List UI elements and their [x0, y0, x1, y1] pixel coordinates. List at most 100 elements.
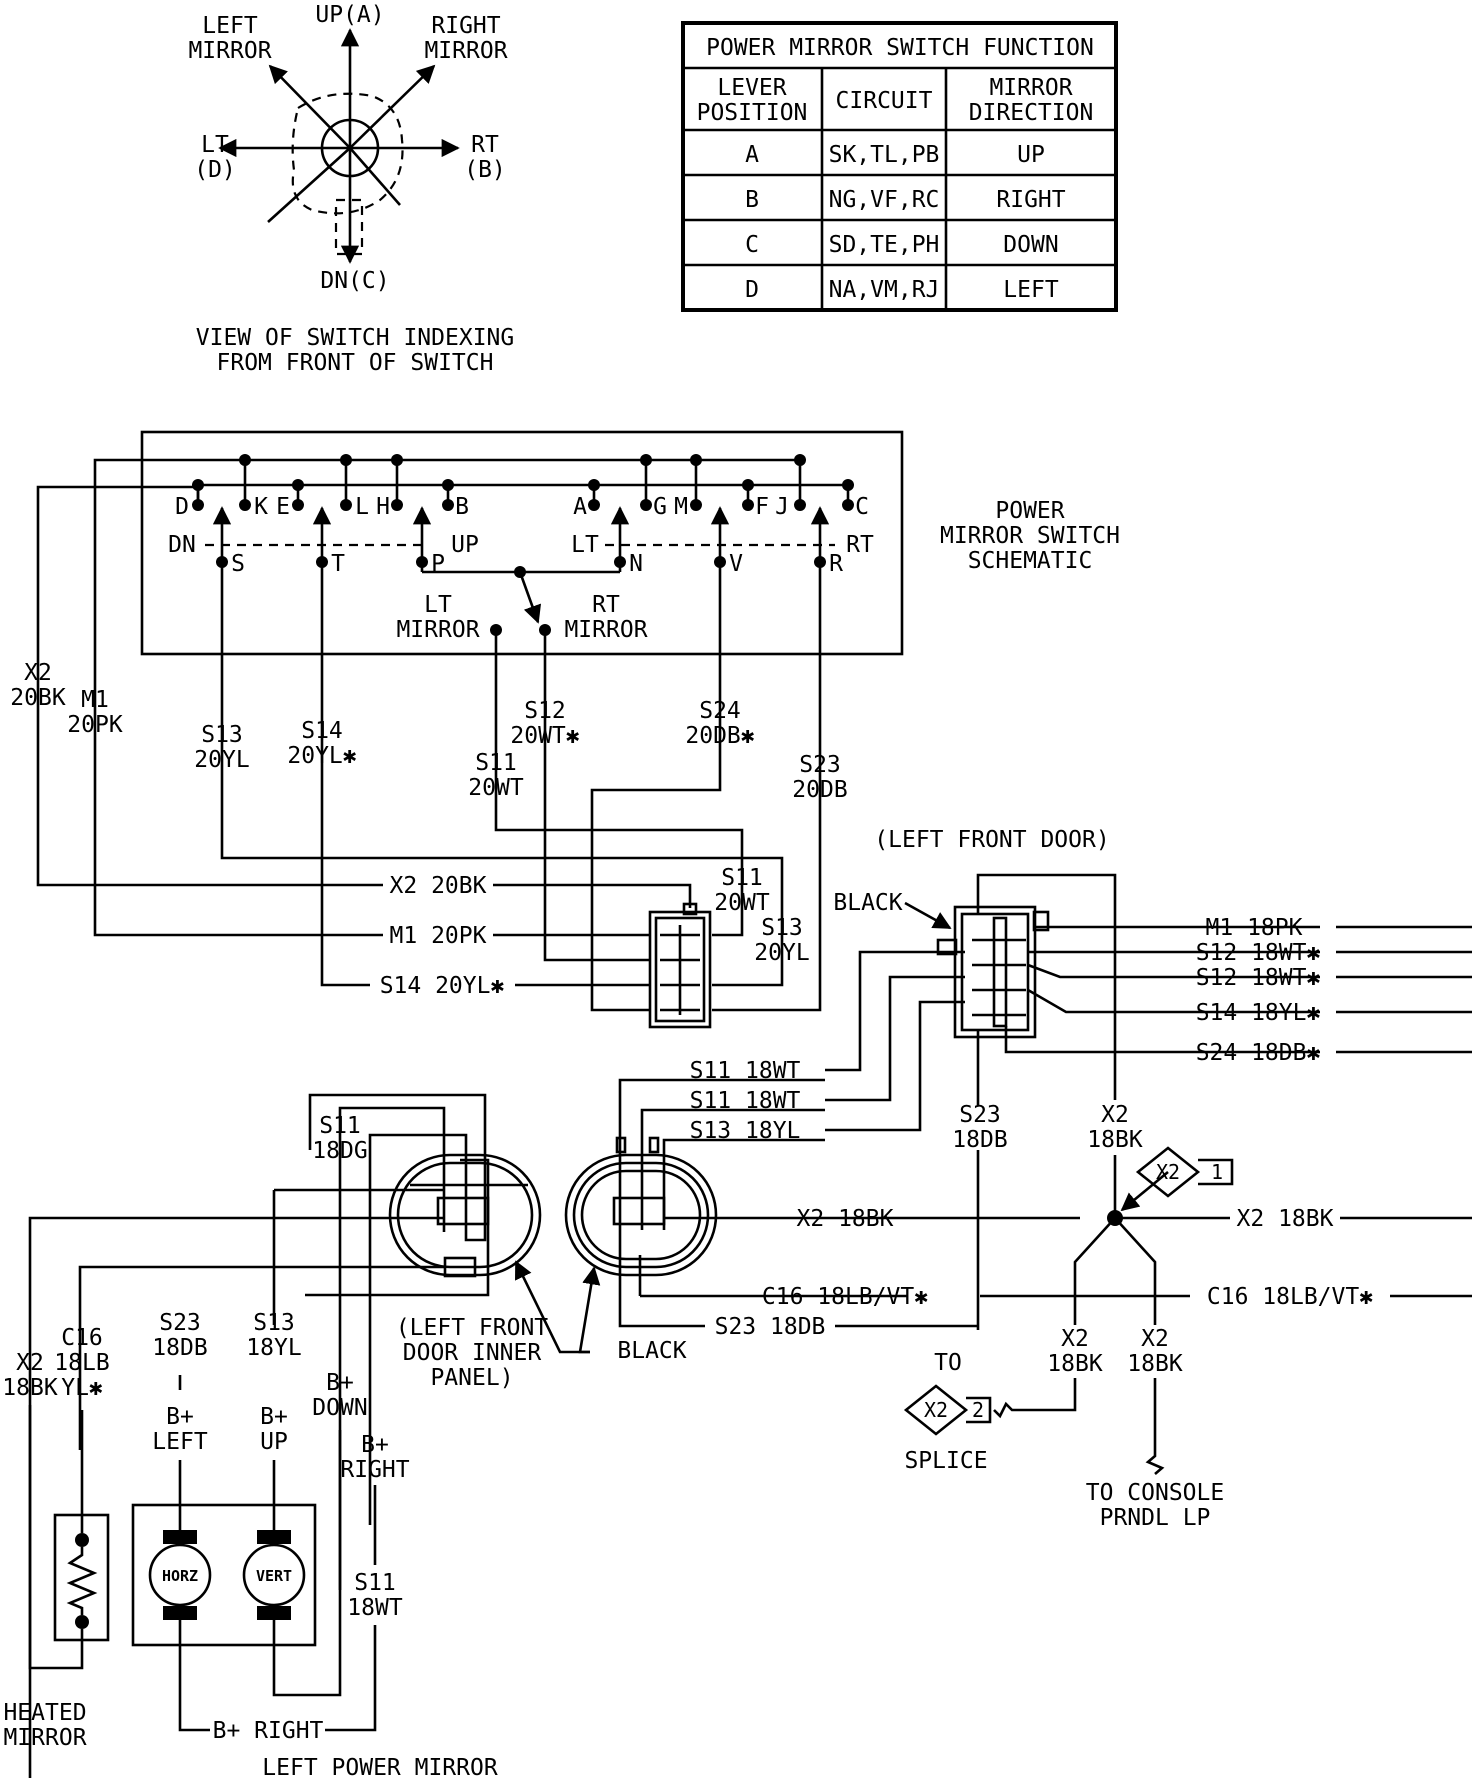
mirror-x2-18bk-2: 18BK: [2, 1375, 58, 1401]
vert-motor-label: VERT: [256, 1567, 292, 1585]
terminal-g: G: [653, 494, 667, 520]
door-wire-s12-18wt-a: S12 18WT✱: [1196, 940, 1321, 966]
switch-lt-label: LT: [571, 532, 599, 558]
b-left-1: B+: [166, 1404, 194, 1430]
rt-mirror-label-2: MIRROR: [564, 617, 647, 643]
terminal-s: S: [231, 551, 245, 577]
table-row: B NG,VF,RC RIGHT: [745, 187, 1066, 213]
door-wire-s24-18db: S24 18DB✱: [1196, 1040, 1321, 1066]
inner-black-label: BLACK: [617, 1338, 686, 1364]
conn-s11-label-2: 20WT: [714, 890, 770, 916]
switch-function-table: POWER MIRROR SWITCH FUNCTION LEVER POSIT…: [681, 21, 1118, 312]
table-cell: A: [745, 142, 759, 168]
table-cell: RIGHT: [996, 187, 1065, 213]
terminal-l: L: [355, 494, 369, 520]
table-row: C SD,TE,PH DOWN: [745, 232, 1059, 258]
door-wire-s12-18wt-b: S12 18WT✱: [1196, 965, 1321, 991]
switch-dn-label: DN: [168, 532, 196, 558]
door-title: (LEFT FRONT DOOR): [874, 827, 1109, 853]
left-power-mirror-title: LEFT POWER MIRROR: [262, 1755, 498, 1778]
b-down-1: B+: [326, 1370, 354, 1396]
conn-m1-label: M1 20PK: [390, 923, 487, 949]
to-label: TO: [934, 1350, 962, 1376]
terminal-r: R: [829, 551, 843, 577]
conn-s13-label-2: 20YL: [754, 940, 809, 966]
s23-20db-label-1: S23: [799, 752, 841, 778]
s24-20db-label-2: 20DB✱: [685, 723, 754, 749]
s23-20db-label-2: 20DB: [792, 777, 847, 803]
terminal-k: K: [254, 494, 268, 520]
table-cell: UP: [1017, 142, 1045, 168]
switch-schematic: POWER MIRROR SWITCH SCHEMATIC: [140, 430, 1120, 656]
indexing-caption-1: VIEW OF SWITCH INDEXING: [196, 325, 515, 351]
lt-mirror-label-1: LT: [424, 592, 452, 618]
s11-18dg-label-1: S11: [319, 1113, 361, 1139]
x2-branch-b-1: X2: [1141, 1326, 1169, 1352]
conn-s11-label-1: S11: [721, 865, 763, 891]
m1-20pk-label-2: 20PK: [67, 712, 123, 738]
inner-panel-label-2: DOOR INNER: [403, 1340, 542, 1366]
mirror-x2-18bk-1: X2: [16, 1350, 44, 1376]
splice2-num-label: 2: [972, 1398, 984, 1422]
terminal-m: M: [674, 494, 688, 520]
s11-18dg-label-2: 18DG: [312, 1138, 367, 1164]
s24-20db-label-1: S24: [699, 698, 741, 724]
table-cell: LEFT: [1003, 277, 1059, 303]
s14-20yl-label-1: S14: [301, 718, 343, 744]
heated-mirror-1: HEATED: [3, 1700, 86, 1726]
x2-18bk-left-label: X2 18BK: [797, 1206, 894, 1232]
table-header-lever-2: POSITION: [697, 100, 808, 126]
b-right-bottom-label: B+ RIGHT: [213, 1718, 324, 1744]
terminal-t: T: [331, 551, 345, 577]
door-wire-s14-18yl: S14 18YL✱: [1196, 1000, 1321, 1026]
conn-s13-label-1: S13: [761, 915, 803, 941]
terminal-p: P: [431, 551, 445, 577]
splice-num-label: 1: [1211, 1160, 1223, 1184]
mirror-s23-1: S23: [159, 1310, 201, 1336]
splice-x2-label: X2: [1156, 1160, 1180, 1184]
s13-20yl-label-1: S13: [201, 722, 243, 748]
s11-18wt-1: S11: [354, 1570, 396, 1596]
table-header-mirror-1: MIRROR: [989, 75, 1072, 101]
heated-mirror-2: MIRROR: [3, 1725, 86, 1751]
left-mirror-label-1: LEFT: [202, 13, 258, 39]
switch-up-label: UP: [451, 532, 479, 558]
m1-20pk-label-1: M1: [81, 687, 109, 713]
c16-right-label: C16 18LB/VT✱: [1207, 1284, 1373, 1310]
switch-rt-label: RT: [846, 532, 874, 558]
switch-title-2: MIRROR SWITCH: [940, 523, 1120, 549]
terminal-b: B: [455, 494, 469, 520]
splice2-x2-label: X2: [924, 1398, 948, 1422]
mirror-s13-1: S13: [253, 1310, 295, 1336]
right-mirror-label-2: MIRROR: [424, 38, 507, 64]
terminal-n: N: [629, 551, 643, 577]
door-x2-18bk-1: X2: [1101, 1102, 1129, 1128]
table-row: D NA,VM,RJ LEFT: [745, 277, 1059, 303]
lt-mirror-label-2: MIRROR: [396, 617, 479, 643]
mirror-c16-2: 18LB: [54, 1350, 109, 1376]
terminal-f: F: [755, 494, 769, 520]
x2-18bk-right-label: X2 18BK: [1237, 1206, 1334, 1232]
switch-title-1: POWER: [995, 498, 1064, 524]
table-header-mirror-2: DIRECTION: [969, 100, 1094, 126]
horz-motor-label: HORZ: [162, 1567, 198, 1585]
b-left-2: LEFT: [152, 1429, 208, 1455]
table-cell: NG,VF,RC: [829, 187, 940, 213]
s11-20wt-label-2: 20WT: [468, 775, 524, 801]
x2-20bk-label-2: 20BK: [10, 685, 66, 711]
door-wire-m1-18pk: M1 18PK: [1206, 915, 1303, 941]
table-cell: DOWN: [1003, 232, 1058, 258]
mirror-c16-3: YL✱: [61, 1375, 103, 1401]
s12-20wt-label-1: S12: [524, 698, 566, 724]
mirror-s13-2: 18YL: [246, 1335, 301, 1361]
switch-title-3: SCHEMATIC: [968, 548, 1093, 574]
b-right-2: RIGHT: [340, 1457, 409, 1483]
s13-20yl-label-2: 20YL: [194, 747, 249, 773]
door-s23-18db-2: 18DB: [952, 1127, 1007, 1153]
switch-connector: [648, 902, 712, 1029]
b-right-1: B+: [361, 1432, 389, 1458]
up-a-label: UP(A): [315, 2, 384, 28]
b-up-1: B+: [260, 1404, 288, 1430]
x2-20bk-label-1: X2: [24, 660, 52, 686]
console-label-2: PRNDL LP: [1100, 1505, 1211, 1531]
